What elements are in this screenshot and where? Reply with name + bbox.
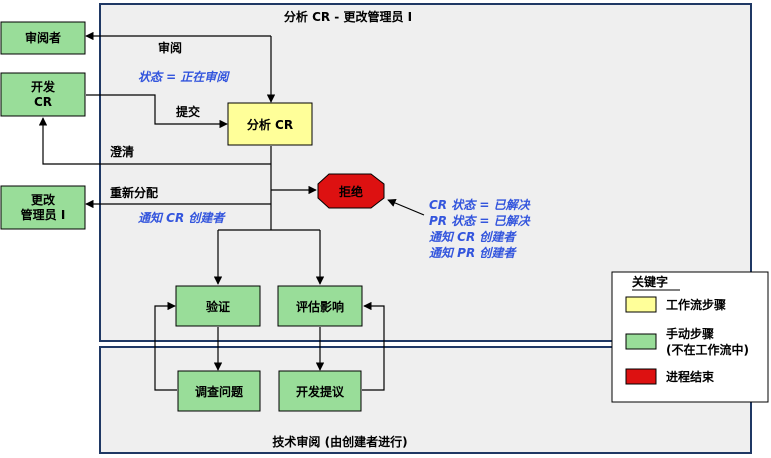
actor-change-manager-box [0,185,86,230]
legend-label-manual-step: 手动步骤 [666,326,714,341]
legend-title: 关键字 [632,274,668,289]
edge-label-clarify: 澄清 [110,144,134,159]
actor-change-manager-label-1: 更改 [31,192,56,207]
edge-clarify [38,117,271,165]
legend-swatch-end-process [625,368,657,385]
actor-reviewer-label: 审阅者 [25,30,61,45]
lane-analyze-cr: 分析 CR - 更改管理员 I [99,3,752,342]
lane-analyze-cr-title: 分析 CR - 更改管理员 I [284,9,412,24]
legend-swatch-manual-step [625,333,657,350]
step-assess-label: 评估影响 [296,299,344,314]
edge-investigate-to-verify [154,301,177,391]
legend-label-end-process: 进程结束 [666,369,715,384]
edge-label-submit: 提交 [176,104,200,119]
legend: 关键字 工作流步骤 手动步骤 (不在工作流中) 进程结束 [611,271,769,403]
edge-note-to-reject [387,199,425,216]
actor-dev-cr: 开发 CR [0,72,86,117]
actor-dev-cr-label-1: 开发 [31,79,56,94]
legend-label-manual-step-note: (不在工作流中) [666,342,749,357]
step-investigate: 调查问题 [177,370,261,412]
step-propose-box [278,370,362,412]
step-analyze-cr-box [227,102,313,146]
connectors [38,31,425,391]
note-reject-details: CR 状态 = 已解决 PR 状态 = 已解决 通知 CR 创建者 通知 PR … [429,198,531,260]
note-state-reviewing: 状态 = 正在审阅 [138,70,230,84]
note-reject-line: 通知 PR 创建者 [429,246,517,260]
edge-label-reassign: 重新分配 [110,185,158,200]
note-reject-line: 通知 CR 创建者 [429,230,517,244]
edge-propose-to-assess [362,301,385,391]
step-assess: 评估影响 [277,285,363,327]
actor-dev-cr-box [0,72,86,117]
note-reject-line: PR 状态 = 已解决 [429,214,531,228]
lane-tech-review-title: 技术审阅 (由创建者进行) [272,434,407,449]
actor-reviewer: 审阅者 [0,21,86,55]
step-reject-shape [317,173,385,209]
legend-label-workflow-step: 工作流步骤 [666,297,726,312]
step-analyze-cr: 分析 CR [227,102,313,146]
actor-change-manager: 更改 管理员 I [0,185,86,230]
actor-change-manager-label-2: 管理员 I [21,207,66,222]
actor-reviewer-box [0,21,86,55]
note-reject-line: CR 状态 = 已解决 [429,198,531,212]
step-propose-label: 开发提议 [296,384,345,399]
step-verify-label: 验证 [206,299,230,314]
step-propose: 开发提议 [278,370,362,412]
note-notify-cr-creator: 通知 CR 创建者 [138,211,226,225]
step-reject-label: 拒绝 [339,184,363,199]
edge-label-review: 审阅 [158,40,182,55]
step-investigate-box [177,370,261,412]
step-analyze-cr-label: 分析 CR [247,117,293,132]
edge-submit [86,94,228,129]
actor-dev-cr-label-2: CR [34,95,52,109]
step-verify: 验证 [175,285,261,327]
step-verify-box [175,285,261,327]
step-assess-box [277,285,363,327]
step-investigate-label: 调查问题 [195,384,244,399]
legend-swatch-workflow-step [625,296,657,313]
step-reject: 拒绝 [317,173,385,209]
